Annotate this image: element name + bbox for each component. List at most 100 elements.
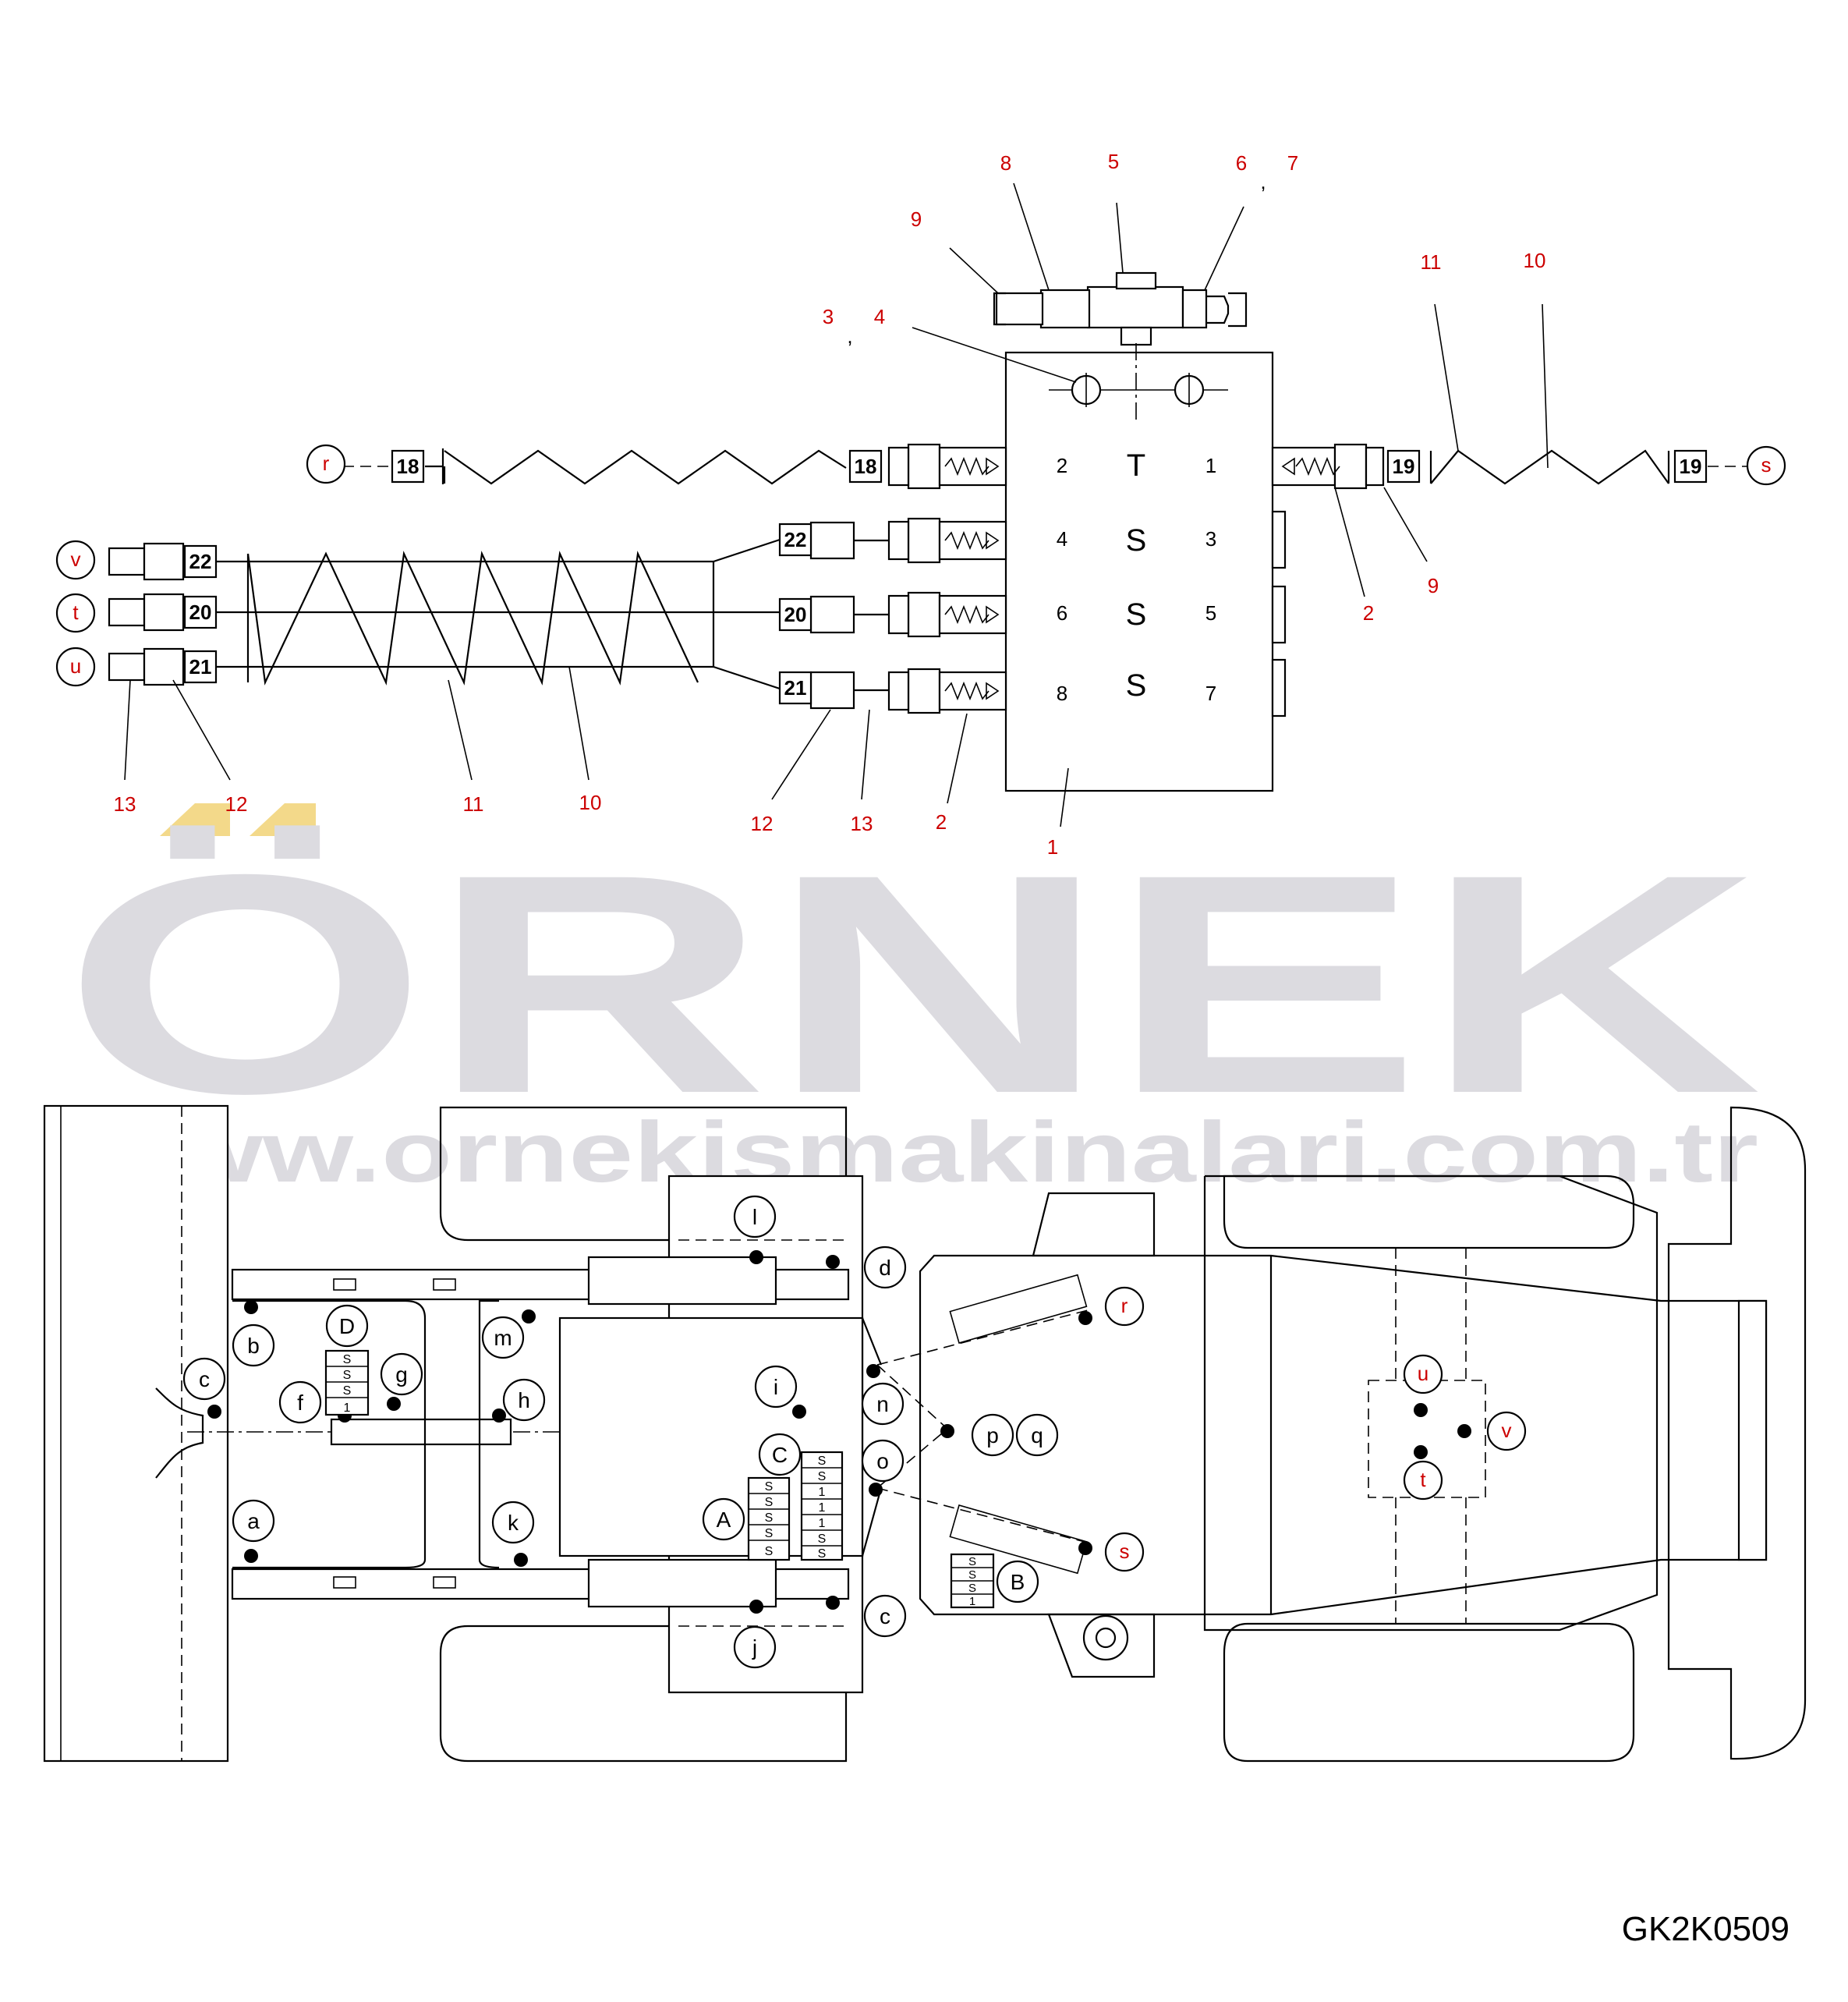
port-8: 8 (1057, 682, 1067, 705)
wheel-front-right (439, 1625, 848, 1763)
relief-valve-left (1049, 373, 1228, 407)
cylinder-upper (587, 1256, 777, 1306)
hose-fitting-8 (1039, 289, 1091, 329)
callout-comma-3-4: , (847, 324, 852, 348)
svg-text:S: S (765, 1511, 774, 1525)
tag-19-right-text: 19 (1680, 455, 1702, 478)
callout-12-left: 12 (225, 792, 248, 816)
inner-frame-mid (478, 1299, 500, 1569)
grease-stack-C: S S 1 1 1 S S (800, 1451, 844, 1561)
hose-tags: 18 18 19 19 22 22 20 20 21 21 (183, 449, 1708, 705)
steer-cyl-lower (949, 1504, 1088, 1575)
label-c-front: c (199, 1367, 210, 1391)
grease-stack-B: S S S 1 (950, 1553, 995, 1609)
watermark-accent-right (250, 803, 316, 836)
tag-22-right-text: 22 (784, 528, 807, 551)
cylinder-lower (587, 1558, 777, 1608)
tag-21-right (778, 671, 812, 705)
marker-s-bottom: s (1120, 1540, 1130, 1563)
label-f: f (297, 1391, 303, 1415)
callout-13-bottom: 13 (851, 812, 873, 835)
inner-frame-left (232, 1299, 427, 1569)
svg-text:1: 1 (819, 1501, 826, 1515)
tag-22-left (183, 544, 218, 579)
hose-bundle-22-20-21 (211, 538, 781, 690)
svg-text:S: S (765, 1527, 774, 1540)
label-C: C (772, 1443, 788, 1467)
cartridge-row-1 (1271, 443, 1385, 490)
blade-hitch (155, 1387, 204, 1479)
tag-22-left-text: 22 (189, 550, 212, 573)
marker-r-bottom: r (1121, 1294, 1128, 1317)
cab-step (1032, 1192, 1156, 1257)
callout-11-top: 11 (1421, 250, 1442, 274)
hose-18 (343, 448, 847, 485)
port-1: 1 (1205, 454, 1216, 477)
svg-text:S: S (818, 1470, 827, 1483)
callout-10-top: 10 (1524, 249, 1546, 272)
connection-markers-top: r s v t u (55, 444, 1786, 687)
fitting-6-7 (1181, 289, 1208, 329)
valve-block (1004, 351, 1274, 792)
wheel-rear-right (1223, 1622, 1635, 1763)
port-5: 5 (1205, 601, 1216, 625)
label-k: k (508, 1511, 519, 1535)
label-j: j (752, 1635, 757, 1660)
fitting-6-7-nut (1206, 295, 1230, 324)
port-T: T (1127, 448, 1145, 483)
watermark-url: www.ornekismakinalari.com.tr (81, 1104, 1758, 1200)
top-fitting-nut (1115, 271, 1157, 290)
svg-text:S: S (818, 1455, 827, 1468)
hose-nut-22 (809, 521, 855, 560)
machine-chassis: S S S 1 S S S S S S S 1 (43, 1104, 1807, 1763)
label-a: a (247, 1509, 260, 1533)
hose-fitting-9 (993, 292, 1044, 326)
port-4: 4 (1057, 527, 1067, 551)
callout-3: 3 (823, 305, 834, 328)
tag-22-right (778, 523, 812, 557)
callout-2-right: 2 (1363, 601, 1374, 625)
rear-axle-frame (1203, 1175, 1659, 1632)
callout-4: 4 (874, 305, 885, 328)
callout-leaders (124, 182, 1549, 827)
cartridge-row-8 (887, 668, 1007, 714)
tag-21-right-text: 21 (784, 676, 807, 700)
tag-21-left-text: 21 (189, 655, 212, 679)
callout-6: 6 (1236, 151, 1247, 175)
label-h: h (518, 1388, 530, 1412)
tag-19-left-text: 19 (1393, 455, 1415, 478)
center-link (330, 1418, 512, 1446)
label-D: D (339, 1314, 355, 1338)
port-S2: S (1126, 597, 1147, 632)
drawing-code: GK2K0509 (1622, 1910, 1790, 1948)
label-b: b (247, 1334, 260, 1358)
label-d: d (879, 1256, 891, 1280)
marker-s-top: s (1761, 453, 1772, 477)
part-callouts: 8 5 6 , 7 9 3 , 4 11 10 2 9 13 12 11 10 … (114, 150, 1546, 859)
marker-u-bottom: u (1418, 1362, 1428, 1385)
callout-1: 1 (1047, 835, 1058, 859)
tag-18-left-text: 18 (397, 455, 420, 478)
label-l: l (752, 1205, 757, 1229)
marker-t-bottom: t (1420, 1468, 1426, 1491)
axle-center (1368, 1380, 1486, 1498)
tag-19-right (1673, 449, 1708, 484)
svg-text:S: S (765, 1480, 774, 1494)
cartridge-row-2 (887, 443, 1007, 490)
svg-text:S: S (343, 1384, 352, 1398)
svg-text:S: S (968, 1582, 976, 1595)
svg-text:1: 1 (819, 1486, 826, 1499)
fitting-6-7-cap (1228, 292, 1248, 328)
plug-7 (1271, 658, 1287, 718)
callout-2-bottom: 2 (936, 810, 947, 834)
marker-v-left: v (71, 547, 81, 571)
svg-text:S: S (343, 1353, 352, 1366)
label-m: m (494, 1326, 512, 1350)
hose-nut-20 (809, 595, 855, 634)
blade (43, 1104, 229, 1763)
watermark-accent-left (160, 803, 230, 836)
svg-text:1: 1 (969, 1595, 975, 1608)
tag-20-left (183, 595, 218, 629)
